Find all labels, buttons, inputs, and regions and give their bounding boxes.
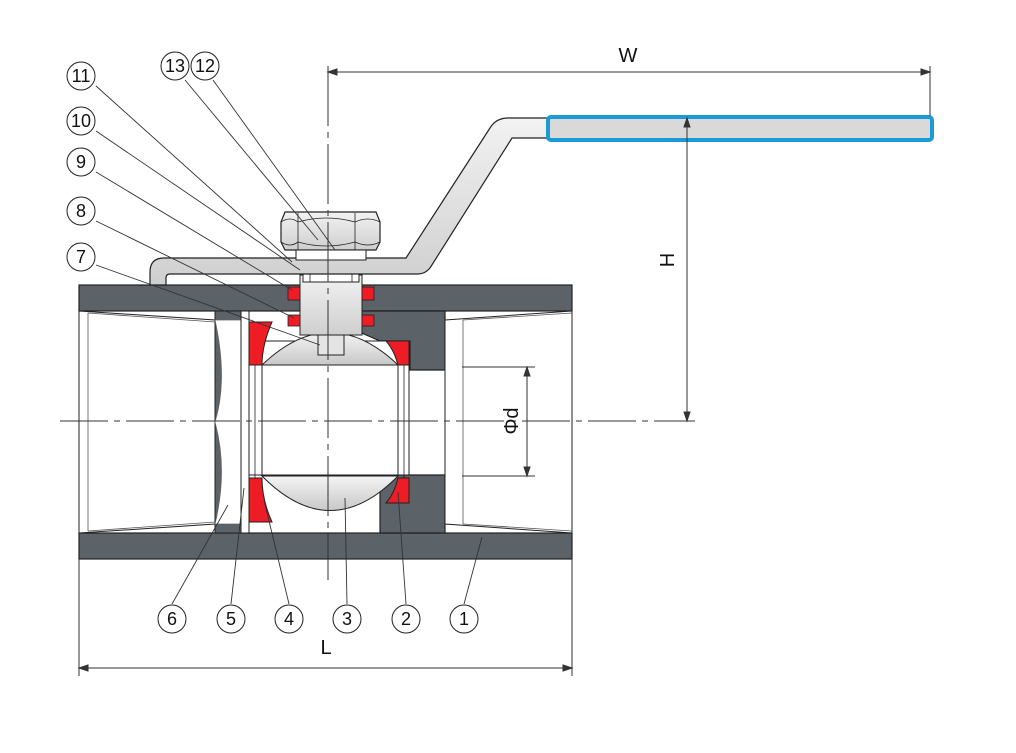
callout-11 — [66, 61, 96, 91]
leader-4 — [263, 499, 290, 605]
thrust-washer-right — [361, 314, 375, 327]
callout-10-label: 10 — [71, 111, 91, 131]
leader-10 — [95, 130, 301, 271]
end-cap — [214, 310, 250, 534]
callout-4-label: 4 — [284, 609, 294, 629]
dimension-bore-label: Φd — [501, 407, 523, 434]
callout-6-label: 6 — [167, 609, 177, 629]
callout-8-label: 8 — [76, 201, 86, 221]
callout-7 — [66, 242, 96, 272]
hex-nut — [280, 211, 381, 261]
callout-3 — [332, 604, 362, 634]
callout-13 — [160, 51, 190, 81]
leader-1 — [463, 536, 483, 605]
leader-7 — [95, 264, 321, 346]
callout-5 — [216, 604, 246, 634]
leader-5 — [230, 487, 245, 605]
callout-3-label: 3 — [342, 609, 352, 629]
leader-13 — [184, 79, 319, 241]
callout-11-label: 11 — [72, 66, 91, 86]
leader-8 — [95, 220, 295, 319]
handle-grip — [546, 115, 934, 142]
left-port-bore — [78, 310, 216, 534]
gasket-ring — [240, 310, 250, 534]
dimensions — [77, 66, 932, 676]
body-bottom-wall — [78, 532, 573, 560]
leader-9 — [95, 171, 293, 291]
leader-6 — [171, 504, 229, 605]
callout-13-label: 13 — [165, 56, 185, 76]
callout-10 — [66, 106, 96, 136]
ball-lower-cap — [260, 475, 400, 511]
centerlines — [60, 66, 695, 580]
dimension-h-label: H — [657, 253, 679, 267]
packing-right — [361, 286, 375, 301]
leader-lines — [95, 79, 483, 605]
thrust-washer-left — [287, 314, 301, 327]
packing-left — [287, 286, 301, 301]
callout-1-label: 1 — [459, 609, 469, 629]
ball-assembly — [248, 332, 410, 511]
callout-5-label: 5 — [226, 609, 236, 629]
leader-12 — [212, 79, 336, 251]
callout-1 — [449, 604, 479, 634]
stem — [299, 274, 363, 336]
left-seat-upper — [248, 321, 273, 366]
dimension-w-label: W — [619, 45, 638, 67]
right-seat-upper — [384, 340, 410, 366]
right-seat-lower — [384, 477, 410, 504]
leader-3 — [344, 497, 348, 605]
callout-12-label: 12 — [195, 56, 215, 76]
left-seat-lower — [248, 477, 273, 523]
callout-8 — [66, 196, 96, 226]
lock-washer — [295, 249, 367, 261]
callout-9-label: 9 — [76, 152, 86, 172]
callouts — [66, 51, 479, 634]
leader-2 — [397, 491, 407, 605]
valve-body — [78, 284, 573, 560]
dimension-l-label: L — [320, 637, 331, 659]
callout-12 — [190, 51, 220, 81]
callout-9 — [66, 147, 96, 177]
stem-tang — [317, 334, 345, 356]
callout-2-label: 2 — [401, 609, 411, 629]
handle — [149, 115, 934, 286]
callout-2 — [391, 604, 421, 634]
callout-7-label: 7 — [76, 247, 86, 267]
callout-numbers: 11 10 9 8 7 13 12 6 5 4 3 2 1 — [71, 56, 469, 629]
leader-11 — [95, 85, 293, 263]
callout-6 — [157, 604, 187, 634]
callout-4 — [274, 604, 304, 634]
